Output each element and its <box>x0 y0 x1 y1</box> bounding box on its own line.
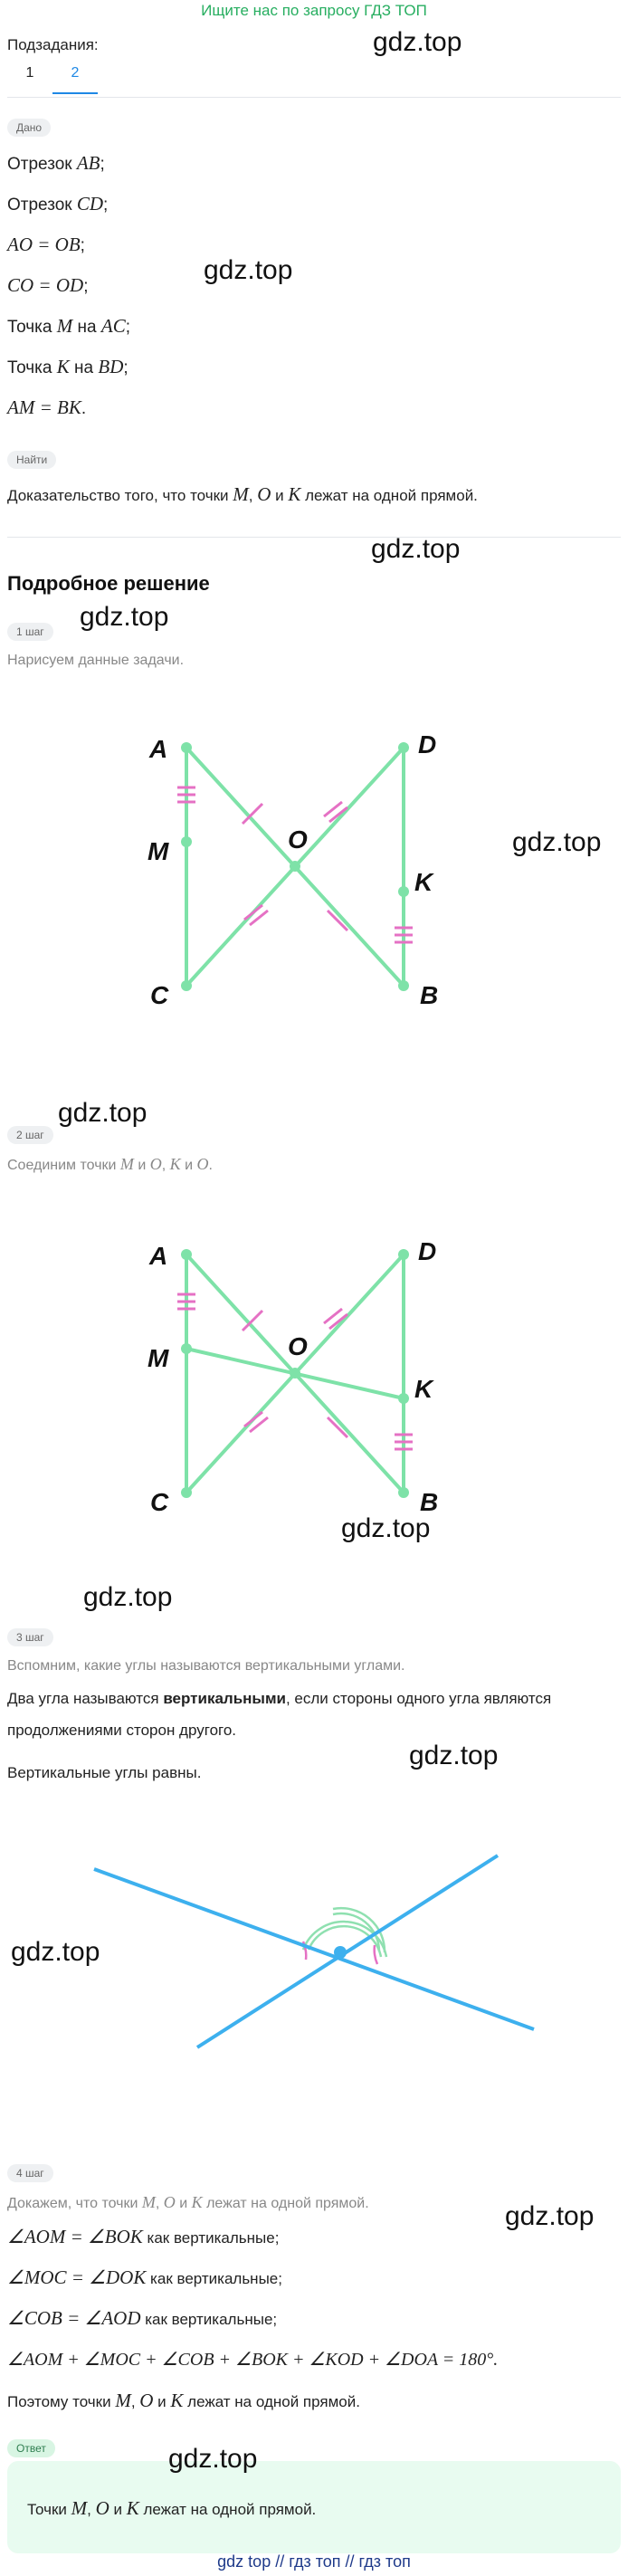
label-c: C <box>150 981 169 1009</box>
given-line-3: AO = OB; <box>7 234 85 255</box>
watermark: gdz.top <box>58 1098 147 1128</box>
step3-badge: 3 шаг <box>7 1628 53 1646</box>
label-o: O <box>288 825 308 854</box>
given-line-1: Отрезок AB; <box>7 152 105 174</box>
top-banner[interactable]: Ищите нас по запросу ГДЗ ТОП <box>201 2 427 19</box>
label-b: B <box>420 981 438 1009</box>
step4-conclusion: Поэтому точки M, O и K лежат на одной пр… <box>7 2390 360 2411</box>
equation-4: ∠AOM + ∠MOC + ∠COB + ∠BOK + ∠KOD + ∠DOA … <box>7 2350 499 2370</box>
vertical-definition: Два угла называются вертикальными, если … <box>7 1690 552 1707</box>
point-d <box>398 742 409 753</box>
line-1 <box>93 1867 535 2031</box>
label-o: O <box>288 1332 308 1360</box>
watermark: gdz.top <box>83 1582 173 1612</box>
step3-text: Вспомним, какие углы называются вертикал… <box>7 1658 405 1674</box>
given-line-5: Точка M на AC; <box>7 315 130 337</box>
label-c: C <box>150 1488 169 1516</box>
watermark: gdz.top <box>505 2201 595 2231</box>
given-line-2: Отрезок CD; <box>7 193 109 215</box>
equation-3: ∠COB = ∠AOD как вертикальные; <box>7 2307 278 2329</box>
label-k: K <box>414 1375 434 1403</box>
vertex-point <box>334 1946 347 1959</box>
watermark: gdz.top <box>373 27 462 57</box>
label-m: M <box>147 837 169 865</box>
footer-links[interactable]: gdz top // гдз топ // гдз топ <box>217 2552 411 2571</box>
vertical-angles-diagram <box>93 1854 535 2049</box>
divider <box>7 537 621 538</box>
equation-2: ∠MOC = ∠DOK как вертикальные; <box>7 2266 282 2288</box>
line-2 <box>195 1854 500 2049</box>
step1-badge: 1 шаг <box>7 623 53 641</box>
answer-text: Точки M, O и K лежат на одной прямой. <box>27 2497 317 2519</box>
diagram-step2: A D M O K C B <box>147 1237 438 1516</box>
point-k <box>398 886 409 897</box>
point-a <box>181 742 192 753</box>
vertical-equal: Вертикальные углы равны. <box>7 1764 202 1781</box>
vertical-definition-cont: продолжениями сторон другого. <box>7 1722 237 1739</box>
point-b <box>398 980 409 991</box>
label-a: A <box>148 735 167 763</box>
given-line-6: Точка K на BD; <box>7 356 128 377</box>
step2-badge: 2 шаг <box>7 1126 53 1144</box>
solution-title: Подробное решение <box>7 572 210 595</box>
subtasks-label: Подзадания: <box>7 36 99 53</box>
label-a: A <box>148 1242 167 1270</box>
answer-box <box>7 2461 621 2553</box>
answer-badge: Ответ <box>7 2439 55 2457</box>
subtask-tabs: 1 2 <box>7 65 98 94</box>
step1-text: Нарисуем данные задачи. <box>7 653 185 668</box>
watermark: gdz.top <box>11 1937 100 1967</box>
watermark: gdz.top <box>341 1513 431 1543</box>
point-o <box>290 861 300 872</box>
equation-1: ∠AOM = ∠BOK как вертикальные; <box>7 2226 280 2247</box>
point-c <box>181 980 192 991</box>
step4-text: Докажем, что точки M, O и K лежат на одн… <box>7 2193 369 2211</box>
tab-1[interactable]: 1 <box>25 65 34 81</box>
given-line-7: AM = BK. <box>7 396 87 418</box>
given-line-4: CO = OD; <box>7 274 89 296</box>
given-badge: Дано <box>7 119 52 137</box>
tab-2[interactable]: 2 <box>52 65 98 94</box>
watermark: gdz.top <box>512 827 602 857</box>
watermark: gdz.top <box>204 255 293 285</box>
watermark: gdz.top <box>80 602 169 632</box>
label-d: D <box>418 730 436 758</box>
step2-text: Соединим точки M и O, K и O. <box>7 1155 213 1173</box>
diagram-step1: A D M O K C B <box>147 730 438 1009</box>
label-m: M <box>147 1344 169 1372</box>
label-d: D <box>418 1237 436 1265</box>
watermark: gdz.top <box>371 534 461 564</box>
point-m <box>181 836 192 847</box>
label-b: B <box>420 1488 438 1516</box>
label-k: K <box>414 868 434 896</box>
watermark: gdz.top <box>168 2444 258 2474</box>
divider <box>7 97 621 98</box>
find-badge: Найти <box>7 451 57 469</box>
watermark: gdz.top <box>409 1741 499 1770</box>
step4-badge: 4 шаг <box>7 2164 53 2182</box>
find-text: Доказательство того, что точки M, O и K … <box>7 483 478 505</box>
